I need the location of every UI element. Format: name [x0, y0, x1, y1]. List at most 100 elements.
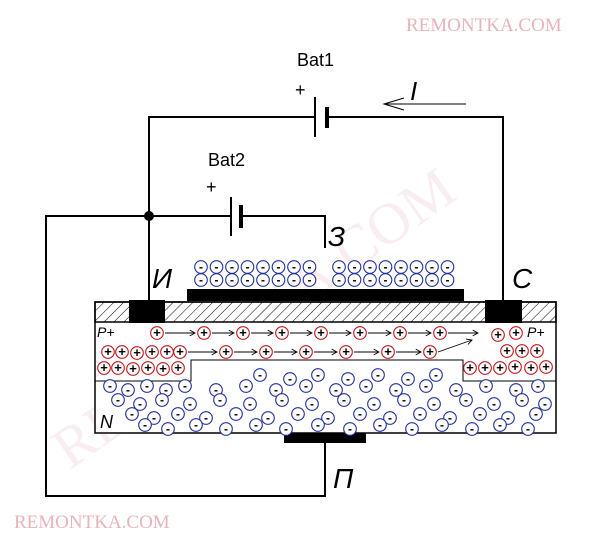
svg-text:-: -: [308, 273, 312, 287]
n-electron: -: [261, 411, 275, 425]
svg-text:-: -: [446, 273, 450, 287]
n-electron: -: [479, 379, 493, 393]
n-electron: -: [429, 368, 443, 382]
drain-hole: +: [463, 360, 477, 375]
svg-text:-: -: [402, 393, 406, 407]
svg-text:-: -: [384, 273, 388, 287]
svg-text:-: -: [296, 407, 300, 421]
svg-text:-: -: [368, 273, 372, 287]
gate-electron: -: [363, 273, 377, 287]
n-electron: -: [219, 422, 233, 436]
svg-text:-: -: [399, 260, 403, 274]
svg-text:-: -: [143, 418, 147, 432]
svg-text:-: -: [152, 411, 156, 425]
n-electron: -: [493, 418, 507, 432]
n-electron: -: [189, 418, 203, 432]
p-plus-label-left: P+: [97, 324, 115, 340]
svg-text:-: -: [116, 393, 120, 407]
svg-text:+: +: [503, 343, 511, 358]
channel-hole: +: [299, 344, 313, 359]
source-hole: +: [145, 344, 159, 359]
n-electron: -: [283, 372, 297, 386]
channel-hole: +: [150, 325, 164, 340]
hole-drift-arrow: [368, 329, 392, 337]
hole-drift-arrow: [251, 329, 274, 337]
svg-text:+: +: [104, 344, 112, 359]
svg-text:-: -: [188, 397, 192, 411]
current-label: I: [410, 76, 417, 106]
svg-text:-: -: [358, 407, 362, 421]
channel-hole: +: [393, 325, 407, 340]
n-region-electrons: ----------------------------------------…: [103, 368, 552, 436]
n-electron: -: [521, 422, 535, 436]
n-electron: -: [213, 393, 227, 407]
svg-text:+: +: [278, 325, 286, 340]
gate-electron: -: [363, 260, 377, 274]
svg-text:-: -: [520, 393, 524, 407]
svg-text:+: +: [542, 359, 550, 374]
gate-electron: -: [347, 260, 362, 274]
gate-electron: -: [225, 260, 239, 274]
svg-text:-: -: [292, 260, 296, 274]
svg-text:-: -: [246, 260, 250, 274]
svg-text:-: -: [526, 422, 530, 436]
n-electron: -: [435, 418, 449, 432]
svg-text:-: -: [514, 383, 518, 397]
source-hole: +: [115, 344, 129, 359]
n-electron: -: [413, 407, 427, 421]
svg-text:-: -: [418, 407, 422, 421]
n-electron: -: [427, 397, 441, 411]
svg-text:-: -: [378, 418, 382, 432]
svg-text:-: -: [368, 260, 372, 274]
gate-electron: -: [240, 273, 255, 287]
n-electron: -: [383, 411, 397, 425]
n-electron: -: [353, 407, 367, 421]
n-electron: -: [311, 418, 325, 432]
svg-text:-: -: [138, 397, 142, 411]
n-electron: -: [133, 397, 147, 411]
svg-text:-: -: [316, 368, 320, 382]
gate-electron: -: [409, 273, 424, 287]
svg-text:-: -: [266, 411, 270, 425]
svg-text:-: -: [261, 273, 265, 287]
svg-text:-: -: [432, 397, 436, 411]
svg-text:-: -: [160, 393, 164, 407]
gate-electrode: [187, 289, 464, 301]
wire-bat1-right: [327, 116, 504, 302]
n-electron: -: [389, 383, 403, 397]
svg-text:-: -: [304, 379, 308, 393]
svg-text:-: -: [176, 407, 180, 421]
svg-text:+: +: [176, 344, 184, 359]
n-electron: -: [405, 422, 419, 436]
svg-text:-: -: [215, 260, 219, 274]
n-electron: -: [147, 411, 161, 425]
n-electron: -: [178, 379, 192, 393]
svg-text:-: -: [399, 273, 403, 287]
gate-electron: -: [378, 260, 393, 274]
svg-text:+: +: [174, 360, 182, 375]
bat2-label: Bat2: [208, 150, 245, 170]
svg-text:-: -: [246, 273, 250, 287]
junction-dot: [144, 211, 154, 221]
drain-hole: +: [530, 343, 544, 358]
svg-text:+: +: [222, 344, 230, 359]
gate-electron: -: [409, 260, 424, 274]
n-electron: -: [473, 407, 487, 421]
svg-text:-: -: [316, 418, 320, 432]
drain-hole: +: [508, 359, 522, 374]
drain-hole: +: [478, 360, 492, 375]
bat2-plus: +: [206, 177, 217, 197]
drain-hole: +: [509, 325, 523, 340]
channel-hole: +: [236, 325, 250, 340]
channel-hole: +: [314, 325, 328, 340]
svg-text:+: +: [356, 325, 364, 340]
svg-text:-: -: [406, 372, 410, 386]
hole-drift-arrow: [234, 348, 258, 356]
source-hole: +: [171, 360, 185, 375]
svg-text:-: -: [454, 383, 458, 397]
svg-text:+: +: [481, 360, 489, 375]
hole-drift-arrow: [354, 348, 380, 356]
svg-text:+: +: [118, 344, 126, 359]
